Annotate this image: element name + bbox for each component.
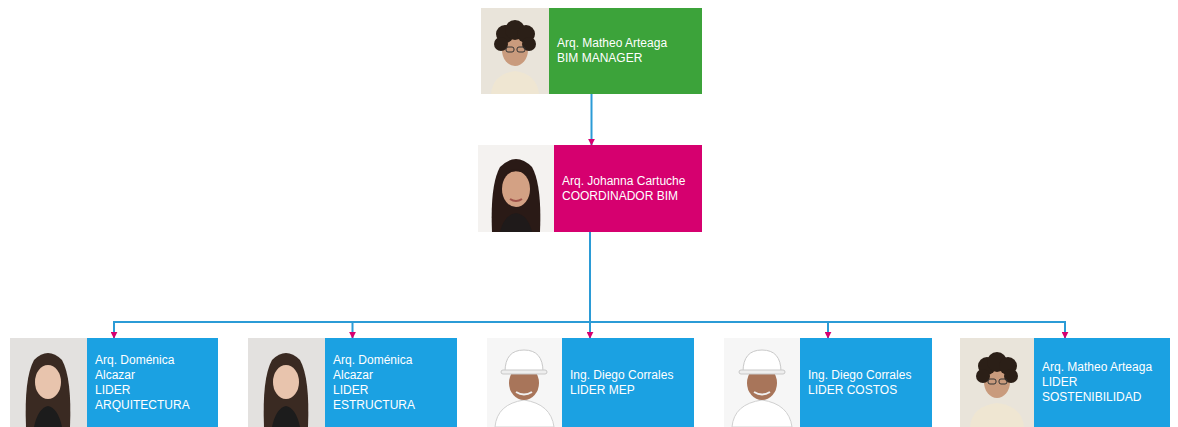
- person-name: Arq. Doménica Alcazar: [95, 353, 211, 383]
- org-connector: [590, 232, 1065, 338]
- person-box: Arq. Doménica AlcazarLIDER ESTRUCTURA: [325, 338, 457, 427]
- org-connector: [353, 232, 591, 338]
- role-title: LIDER MEP: [570, 383, 687, 398]
- role-title: LIDER ARQUITECTURA: [95, 383, 211, 413]
- role-title: COORDINADOR BIM: [562, 189, 695, 204]
- person-box: Ing. Diego CorralesLIDER MEP: [562, 338, 694, 427]
- portrait-photo: [960, 338, 1034, 427]
- portrait-photo: [478, 145, 554, 232]
- portrait-photo: [10, 338, 87, 427]
- org-connector: [591, 94, 593, 145]
- person-name: Ing. Diego Corrales: [570, 368, 687, 383]
- person-name: Arq. Matheo Arteaga: [1042, 360, 1163, 375]
- portrait-photo: [481, 8, 549, 94]
- person-box: Arq. Matheo ArteagaBIM MANAGER: [549, 8, 702, 94]
- person-name: Arq. Matheo Arteaga: [557, 36, 695, 51]
- person-name: Ing. Diego Corrales: [808, 368, 925, 383]
- role-title: LIDER SOSTENIBILIDAD: [1042, 375, 1163, 405]
- portrait-photo: [724, 338, 800, 427]
- portrait-photo: [248, 338, 325, 427]
- person-name: Arq. Johanna Cartuche: [562, 174, 695, 189]
- person-box: Ing. Diego CorralesLIDER COSTOS: [800, 338, 932, 427]
- person-box: Arq. Johanna CartucheCOORDINADOR BIM: [554, 145, 702, 232]
- role-title: LIDER COSTOS: [808, 383, 925, 398]
- person-box: Arq. Matheo ArteagaLIDER SOSTENIBILIDAD: [1034, 338, 1170, 427]
- org-connector: [114, 232, 590, 338]
- person-name: Arq. Doménica Alcazar: [333, 353, 450, 383]
- role-title: BIM MANAGER: [557, 51, 695, 66]
- portrait-photo: [487, 338, 562, 427]
- person-box: Arq. Doménica AlcazarLIDER ARQUITECTURA: [87, 338, 218, 427]
- role-title: LIDER ESTRUCTURA: [333, 383, 450, 413]
